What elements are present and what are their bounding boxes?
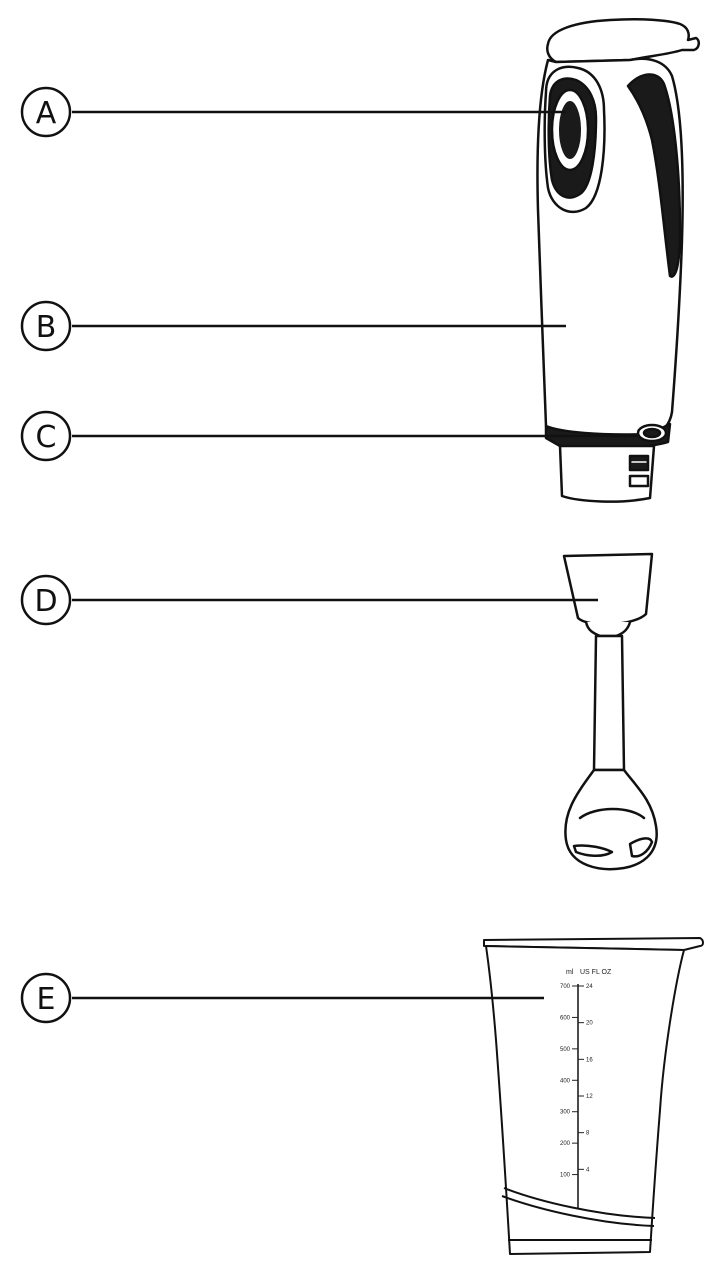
shaft-neck: [584, 620, 632, 638]
ml-tick-label: 400: [560, 1078, 571, 1084]
motor-coupling: [558, 444, 656, 503]
oz-tick-label: 16: [586, 1057, 593, 1063]
callout-b-circle: [20, 300, 72, 352]
speed-button-inner: [557, 99, 583, 161]
motor-unit: [536, 17, 700, 503]
callout-b: B: [20, 300, 566, 352]
ml-tick-label: 500: [560, 1047, 571, 1053]
oz-tick-label: 12: [586, 1094, 593, 1100]
callout-d: D: [20, 574, 598, 626]
shaft-rod: [592, 634, 626, 772]
callout-d-letter: D: [34, 584, 57, 619]
callout-e-circle: [20, 972, 72, 1024]
callout-c: C: [20, 410, 640, 462]
beaker-scale: 700 600 500 400 300 200 100 24 20 16 12 8 4: [560, 984, 593, 1179]
measuring-beaker: [483, 937, 704, 1255]
ml-tick-label: 100: [560, 1173, 571, 1179]
callout-e-letter: E: [37, 982, 56, 1017]
shaft-cup: [562, 552, 654, 626]
oz-tick-label: 8: [586, 1131, 590, 1137]
callout-a: A: [20, 86, 566, 138]
callout-e: E: [20, 972, 544, 1024]
guard-window-2: [628, 837, 654, 858]
callout-b-letter: B: [36, 310, 57, 345]
ml-tick-label: 600: [560, 1015, 571, 1021]
beaker-body: [485, 945, 685, 1255]
motor-top-cap: [546, 17, 700, 64]
callout-a-letter: A: [36, 96, 57, 131]
oz-tick-label: 20: [586, 1021, 593, 1027]
callout-d-circle: [20, 574, 72, 626]
coupling-slot: [628, 454, 650, 472]
beaker-unit-ml: ml: [566, 969, 574, 976]
grip-stripe: [626, 73, 682, 278]
ml-tick-label: 700: [560, 984, 571, 990]
beaker-unit-oz: US FL OZ: [580, 969, 612, 976]
guard-top-arc: [578, 807, 646, 820]
ml-tick-label: 300: [560, 1110, 571, 1116]
ml-tick-label: 200: [560, 1141, 571, 1147]
callout-c-letter: C: [36, 420, 57, 455]
blending-shaft: [562, 552, 658, 871]
guard-window-1: [572, 844, 614, 857]
beaker-base-band: [501, 1195, 655, 1227]
callout-a-circle: [20, 86, 72, 138]
oz-tick-label: 24: [586, 984, 593, 990]
coupling-slot-2: [628, 474, 650, 488]
callout-c-circle: [20, 410, 72, 462]
beaker-base-band-2: [503, 1187, 656, 1219]
release-button-inner: [642, 427, 662, 439]
oz-tick-label: 4: [586, 1167, 590, 1173]
